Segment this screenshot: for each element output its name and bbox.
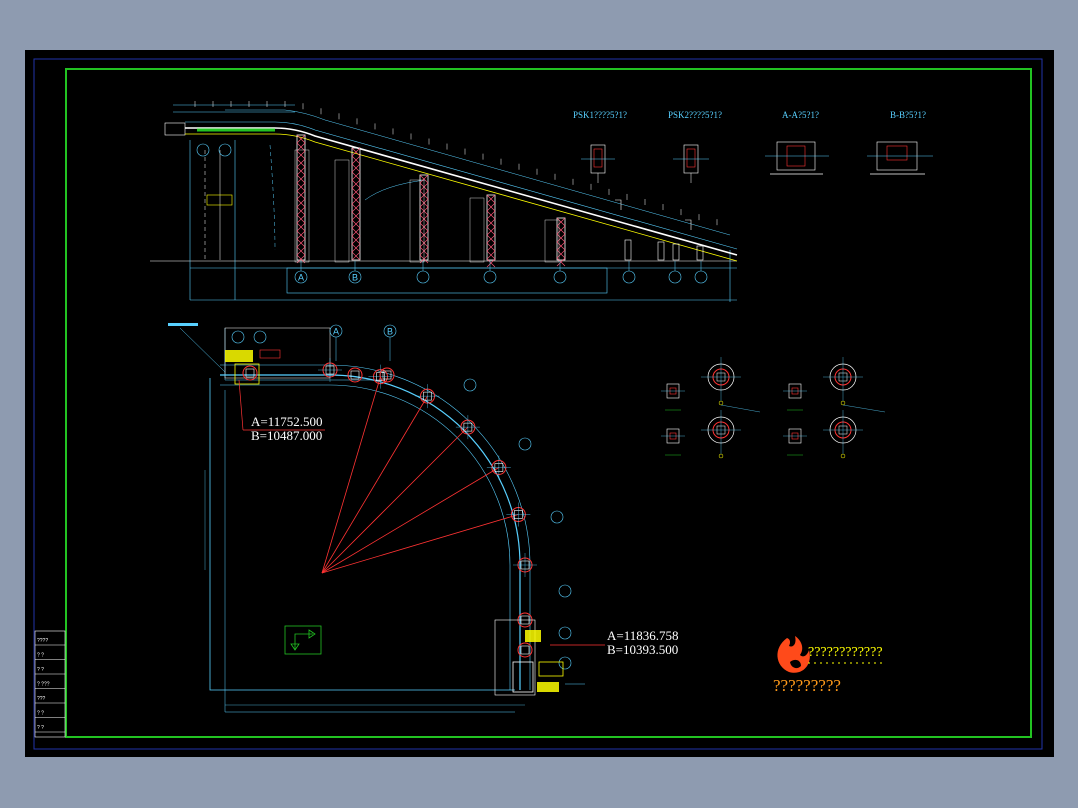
title-block-cell: ? ???	[37, 682, 50, 688]
node-detail	[823, 410, 863, 459]
plan-pier	[242, 365, 258, 381]
trestle	[351, 147, 361, 261]
plan-axis-bubble	[558, 656, 572, 670]
title-block-cell: ? ?	[37, 711, 44, 717]
elev-axis-bubble	[348, 270, 362, 284]
plan-pier	[455, 415, 480, 440]
coord-1-a: A=11752.500	[251, 414, 323, 429]
elev-axis-bubble	[294, 270, 308, 284]
trestle	[296, 134, 306, 264]
plan-axis-label: B	[387, 327, 393, 337]
elev-axis-bubble	[196, 143, 210, 157]
plan-pier	[517, 642, 533, 658]
coord-2-b: B=10393.500	[607, 642, 678, 657]
plan-axis-bubble	[558, 584, 572, 598]
coord-2-a: A=11836.758	[607, 628, 679, 643]
elev-axis-bubble	[694, 270, 708, 284]
plan-pier	[318, 358, 342, 382]
plan-pier	[347, 367, 363, 383]
plan-axis-bubble	[518, 437, 532, 451]
elev-axis-bubble	[622, 270, 636, 284]
inner-border	[65, 68, 1032, 738]
node-detail	[823, 357, 863, 406]
plan-pier	[506, 502, 531, 527]
company-logo: ???????????? ?????????	[773, 636, 883, 695]
plan-axis-bubble	[253, 330, 267, 344]
cad-drawing: ???? ? ? ? ? ? ?????? ? ? ? ?	[33, 58, 1043, 750]
plan-pier	[486, 455, 511, 480]
flame-icon	[777, 636, 810, 673]
plan-axis-bubble	[231, 330, 245, 344]
elev-axis-bubble	[668, 270, 682, 284]
node-detail	[661, 383, 685, 411]
elev-axis-label: B	[352, 273, 358, 283]
plan-axis-bubble	[463, 378, 477, 392]
title-block-cell: ? ?	[37, 667, 44, 673]
title-block-cell: ? ?	[37, 725, 44, 731]
title-block-cell: ???	[37, 696, 46, 702]
plan-axis-label: A	[333, 327, 339, 337]
elev-axis-bubble	[218, 143, 232, 157]
node-detail	[783, 383, 807, 411]
plan-axis-bubble	[550, 510, 564, 524]
elev-axis-label: A	[298, 273, 304, 283]
elev-axis-bubble	[483, 270, 497, 284]
title-block-cell: ? ?	[37, 653, 44, 659]
section-details: PSK1????5?1? PSK2????5?1? A-A?5?1? B-B?5…	[573, 110, 933, 183]
section-title-psk1: PSK1????5?1?	[573, 110, 627, 120]
plan-pier	[513, 553, 537, 577]
section-title-bb: B-B?5?1?	[890, 110, 926, 120]
trestle	[556, 217, 566, 267]
plan-pier	[379, 367, 395, 383]
ucs-icon	[284, 625, 322, 655]
title-block: ???? ? ? ? ? ? ?????? ? ? ? ?	[34, 630, 66, 738]
section-title-psk2: PSK2????5?1?	[668, 110, 722, 120]
node-detail	[783, 428, 807, 456]
node-detail	[701, 357, 741, 406]
coord-1-b: B=10487.000	[251, 428, 322, 443]
logo-text-line2: ?????????	[773, 676, 841, 695]
drawing-sheet: ???? ? ? ? ? ? ?????? ? ? ? ?	[25, 50, 1054, 757]
plan-pier	[415, 384, 440, 409]
elev-axis-bubble	[416, 270, 430, 284]
elev-axis-bubble	[553, 270, 567, 284]
outer-frame	[33, 58, 1043, 750]
section-title-aa: A-A?5?1?	[782, 110, 819, 120]
node-detail	[701, 410, 741, 459]
logo-text-line1: ????????????	[808, 645, 883, 660]
trestle	[486, 194, 496, 268]
title-block-cell: ????	[37, 638, 48, 644]
plan-axis-bubble	[558, 626, 572, 640]
node-detail	[661, 428, 685, 456]
plan-view: A B A=11752.500 B=10487.000 A=11836.758 B…	[168, 323, 679, 713]
node-details	[661, 357, 886, 459]
